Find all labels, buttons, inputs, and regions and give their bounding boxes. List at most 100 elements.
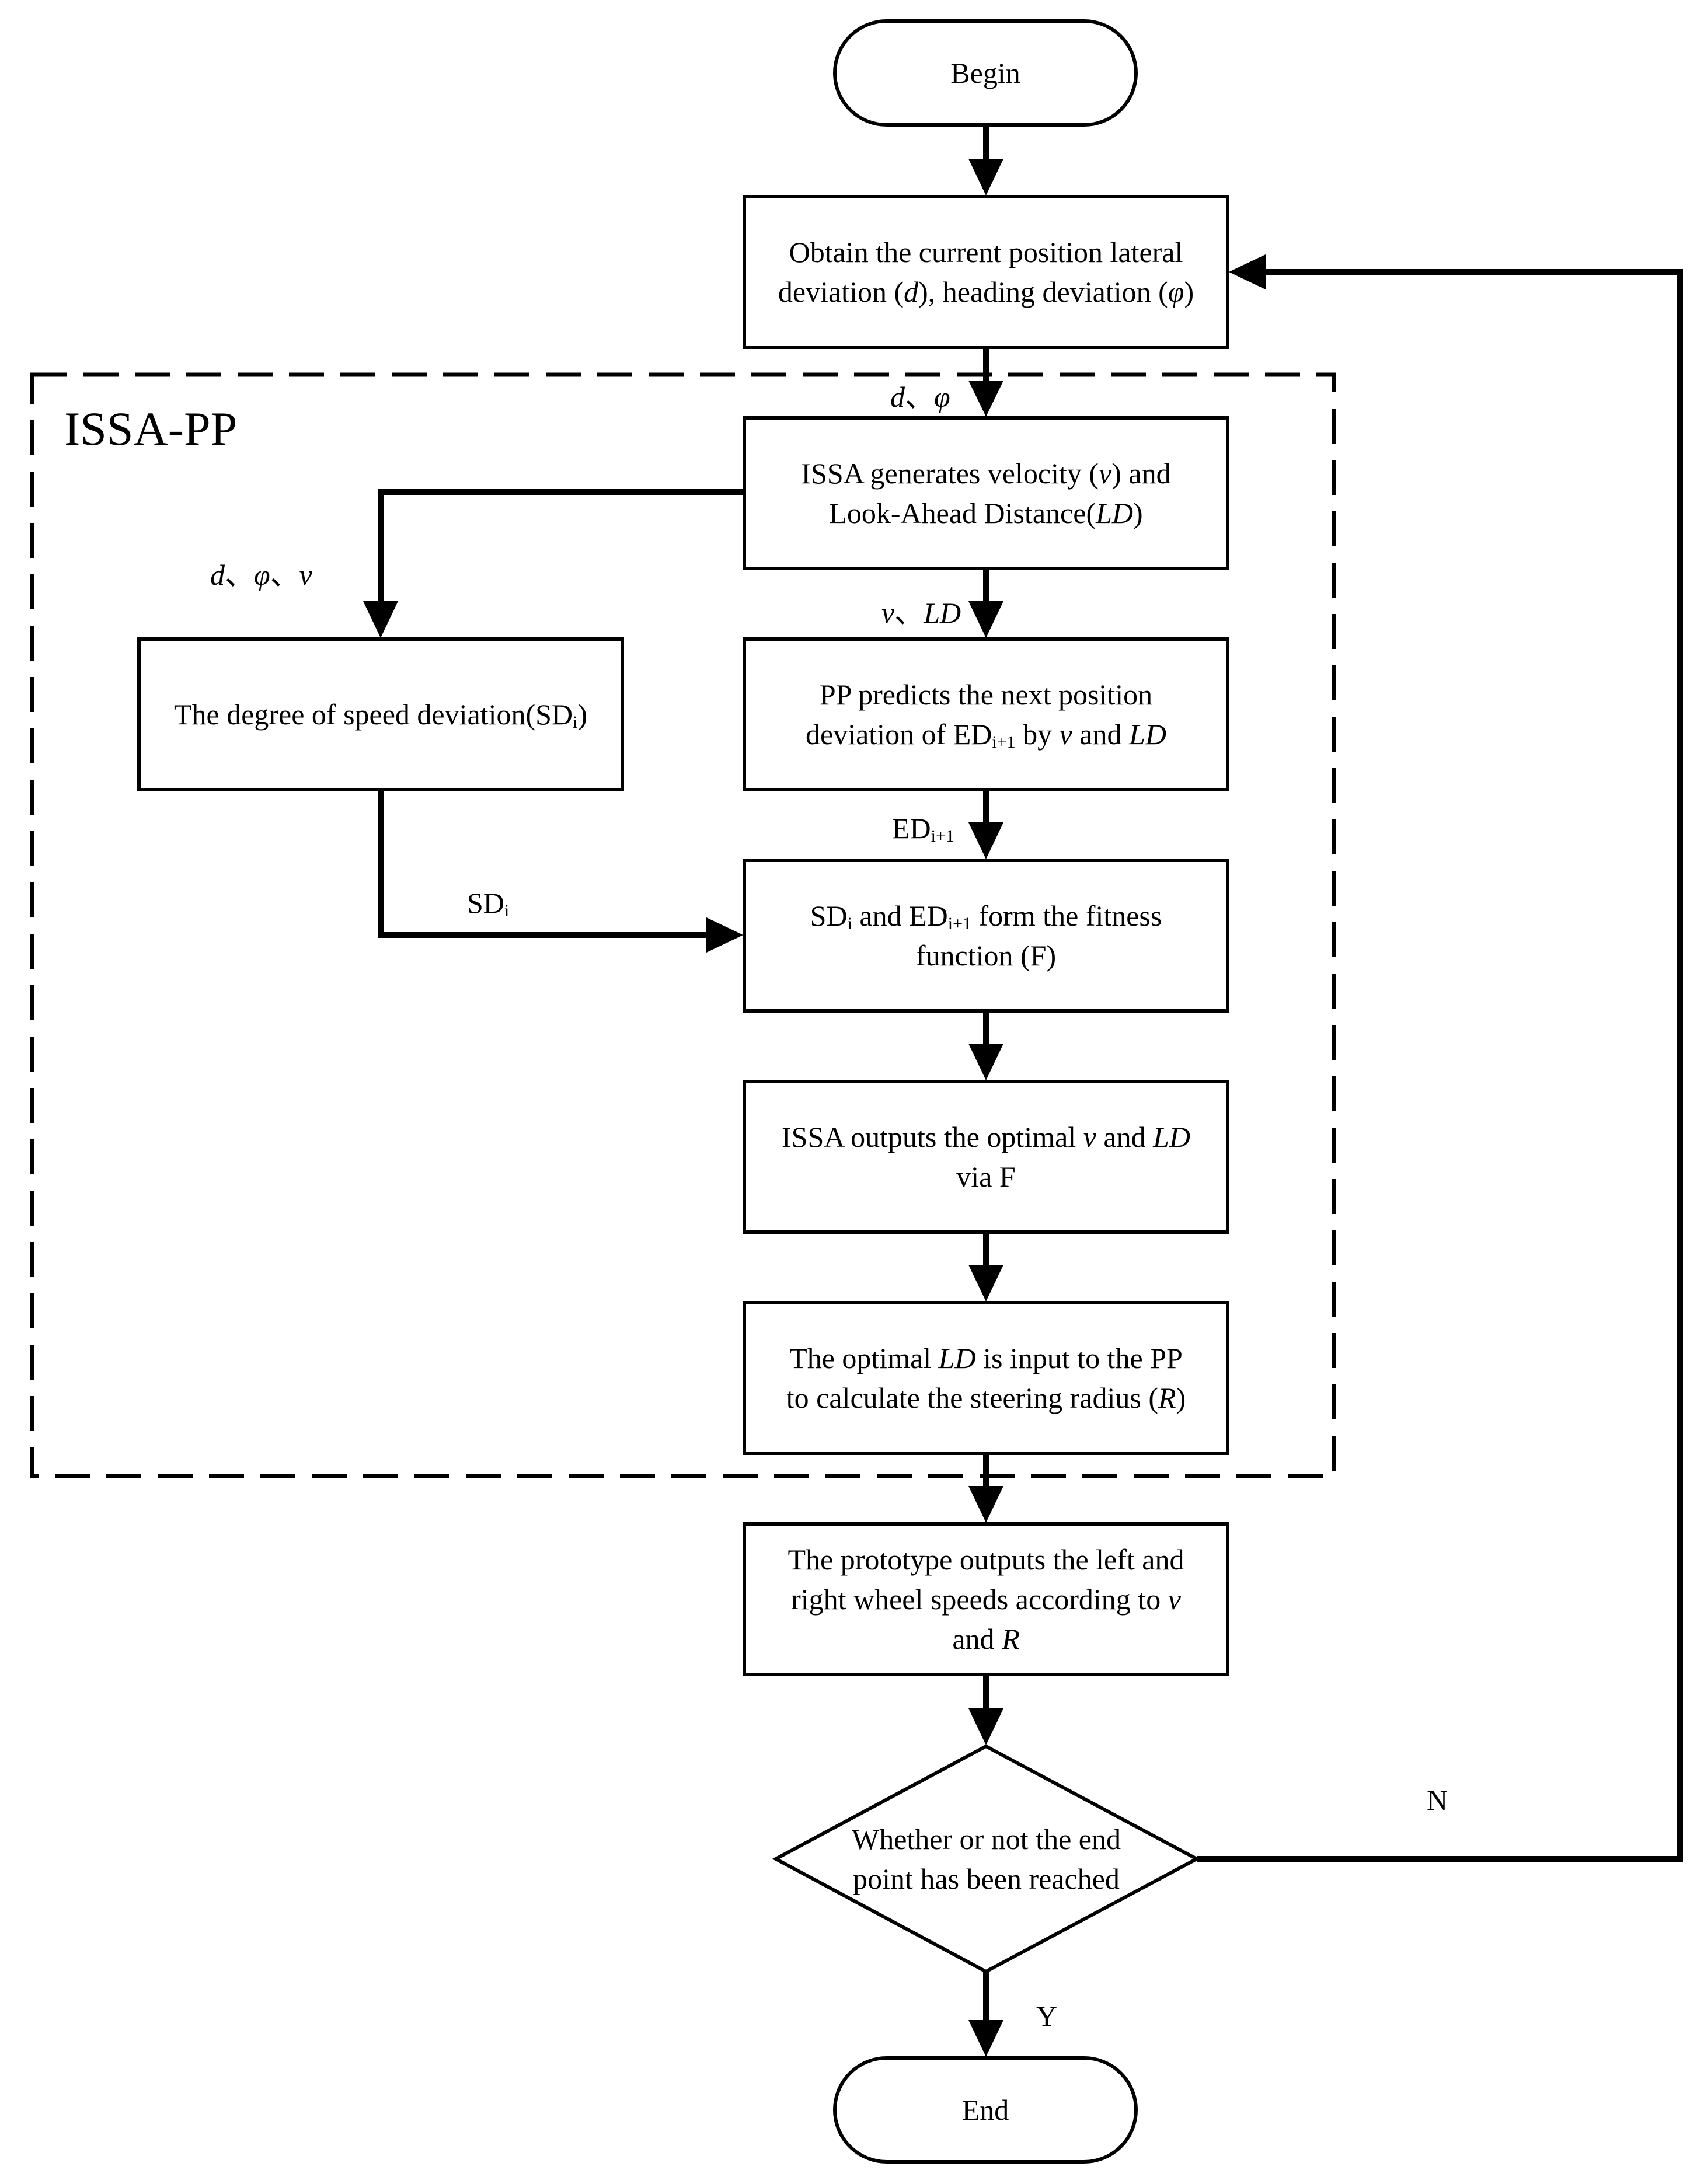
- pp-predict-v: v: [1059, 718, 1072, 751]
- arrowhead-decision: [968, 1708, 1003, 1745]
- issa-generates-box: ISSA generates velocity (v) and Look-Ahe…: [744, 418, 1228, 568]
- issa-pp-group-title: ISSA-PP: [64, 402, 238, 455]
- issa-gen-line1a: ISSA generates velocity (: [801, 457, 1099, 490]
- obtain-line2c: ): [1184, 275, 1194, 308]
- edge-d: d: [890, 381, 905, 413]
- pp-predict-ld: LD: [1129, 718, 1166, 751]
- edge-ed-text: ED: [892, 812, 931, 845]
- fitness-sd: SD: [810, 899, 848, 932]
- speed-dev-end: ): [577, 698, 588, 731]
- arrowhead-optimal: [968, 1265, 1003, 1302]
- edge-sd-text: SD: [467, 887, 504, 919]
- edge-label-yes: Y: [1036, 2000, 1058, 2032]
- prototype-r: R: [1002, 1623, 1020, 1655]
- edge-label-sd: SDi: [467, 886, 509, 920]
- optimal-line2b: ): [1176, 1381, 1186, 1414]
- arrowhead-issaout: [968, 1044, 1003, 1080]
- edge-label-d-phi: d、φ: [890, 374, 950, 416]
- edge-decision-loop: [1197, 269, 1683, 1862]
- issa-out-line1a: ISSA outputs the optimal: [781, 1121, 1083, 1153]
- issa-out-v: v: [1083, 1121, 1096, 1153]
- fitness-line2: function (F): [915, 939, 1057, 972]
- obtain-line2a: deviation (: [778, 275, 904, 308]
- edge-issa-speeddev: [378, 489, 744, 606]
- pp-predict-sub: i+1: [992, 732, 1016, 752]
- optimal-ld: LD: [938, 1342, 976, 1374]
- obtain-line2b: ), heading deviation (: [918, 275, 1168, 308]
- issa-pp-group-border: [30, 372, 1336, 1478]
- issa-gen-ld: LD: [1096, 497, 1134, 529]
- speed-dev-text: The degree of speed deviation(SD: [173, 698, 573, 731]
- arrowhead-prototype: [968, 1486, 1003, 1523]
- edge-label-no: N: [1427, 1784, 1448, 1816]
- obtain-phi: φ: [1168, 275, 1184, 308]
- arrowhead-fitness-left: [706, 917, 743, 953]
- prototype-box-shape: [743, 1522, 1229, 1676]
- prototype-v: v: [1168, 1583, 1181, 1616]
- arrowhead-issa: [968, 381, 1003, 417]
- pp-predict-line2b: by: [1015, 718, 1060, 751]
- issa-out-line1b: and: [1096, 1121, 1154, 1153]
- issa-out-line2: via F: [956, 1160, 1016, 1193]
- prototype-line1: The prototype outputs the left and: [787, 1543, 1184, 1576]
- fitness-sub-i: i: [847, 914, 852, 933]
- arrowhead-loop-obtain: [1229, 254, 1266, 289]
- edge-speeddev-fitness: [378, 790, 711, 938]
- optimal-line1b: is input to the PP: [975, 1342, 1183, 1374]
- prototype-line2a: right wheel speeds according to: [791, 1583, 1168, 1616]
- pp-predicts-box: PP predicts the next position deviation …: [744, 639, 1228, 790]
- edge-label-d-phi-v: d、φ、v: [210, 552, 312, 594]
- edge-sep: 、: [905, 381, 934, 413]
- decision-line2: point has been reached: [853, 1862, 1120, 1895]
- speed-deviation-box: The degree of speed deviation(SDi): [139, 639, 622, 790]
- optimal-ld-box: The optimal LD is input to the PP to cal…: [744, 1303, 1228, 1453]
- begin-label: Begin: [950, 57, 1020, 89]
- issa-outputs-box: ISSA outputs the optimal v and LD via F: [744, 1081, 1228, 1232]
- pp-predict-line2a: deviation of ED: [806, 718, 992, 751]
- issa-gen-line1b: ) and: [1111, 457, 1171, 490]
- edge-ld3: LD: [924, 596, 961, 629]
- issa-outputs-box-shape: [743, 1080, 1229, 1234]
- pp-predicts-box-shape: [743, 637, 1229, 791]
- decision-node: Whether or not the end point has been re…: [776, 1746, 1197, 1972]
- end-label: End: [961, 2094, 1009, 2126]
- optimal-r: R: [1158, 1381, 1176, 1414]
- end-terminal-shape: [833, 2056, 1138, 2164]
- issa-out-ld: LD: [1153, 1121, 1191, 1153]
- issa-gen-line2a: Look-Ahead Distance(: [829, 497, 1096, 529]
- edge-ed-sub: i+1: [931, 826, 954, 846]
- end-terminal: End: [835, 2058, 1136, 2162]
- edge-v3: v: [881, 596, 895, 629]
- obtain-line1: Obtain the current position lateral: [789, 236, 1183, 268]
- fitness-box-shape: [743, 859, 1229, 1013]
- arrowhead-end: [968, 2020, 1003, 2057]
- arrowhead-pp: [968, 601, 1003, 638]
- speed-dev-sub: i: [573, 713, 578, 732]
- speed-deviation-box-shape: [137, 637, 624, 791]
- edge-label-ed: EDi+1: [892, 811, 954, 845]
- fitness-line1b: form the fitness: [971, 899, 1162, 932]
- decision-line1: Whether or not the end: [852, 1823, 1121, 1855]
- optimal-ld-box-shape: [743, 1301, 1229, 1455]
- pp-predict-line2c: and: [1072, 718, 1130, 751]
- edge-phi: φ: [934, 381, 950, 413]
- arrowhead-obtain: [968, 159, 1003, 196]
- fitness-mid: and ED: [852, 899, 948, 932]
- optimal-line2a: to calculate the steering radius (: [786, 1381, 1159, 1414]
- issa-gen-v: v: [1099, 457, 1112, 490]
- obtain-d: d: [904, 275, 919, 308]
- edge-sep2: 、: [270, 559, 299, 591]
- optimal-line1a: The optimal: [789, 1342, 939, 1374]
- obtain-box-shape: [743, 195, 1229, 349]
- edge-sep3: 、: [894, 596, 924, 629]
- prototype-box: The prototype outputs the left and right…: [744, 1524, 1228, 1674]
- edge-sep1: 、: [225, 559, 254, 591]
- pp-predict-line1: PP predicts the next position: [819, 678, 1153, 711]
- edge-label-v-ld: v、LD: [881, 589, 961, 632]
- begin-terminal: Begin: [835, 21, 1136, 125]
- arrowhead-speeddev: [363, 601, 398, 638]
- fitness-function-box: SDi and EDi+1 form the fitness function …: [744, 860, 1228, 1011]
- edge-sd-sub: i: [504, 901, 510, 920]
- fitness-sub-i1: i+1: [947, 914, 972, 933]
- edge-phi2: φ: [254, 559, 270, 591]
